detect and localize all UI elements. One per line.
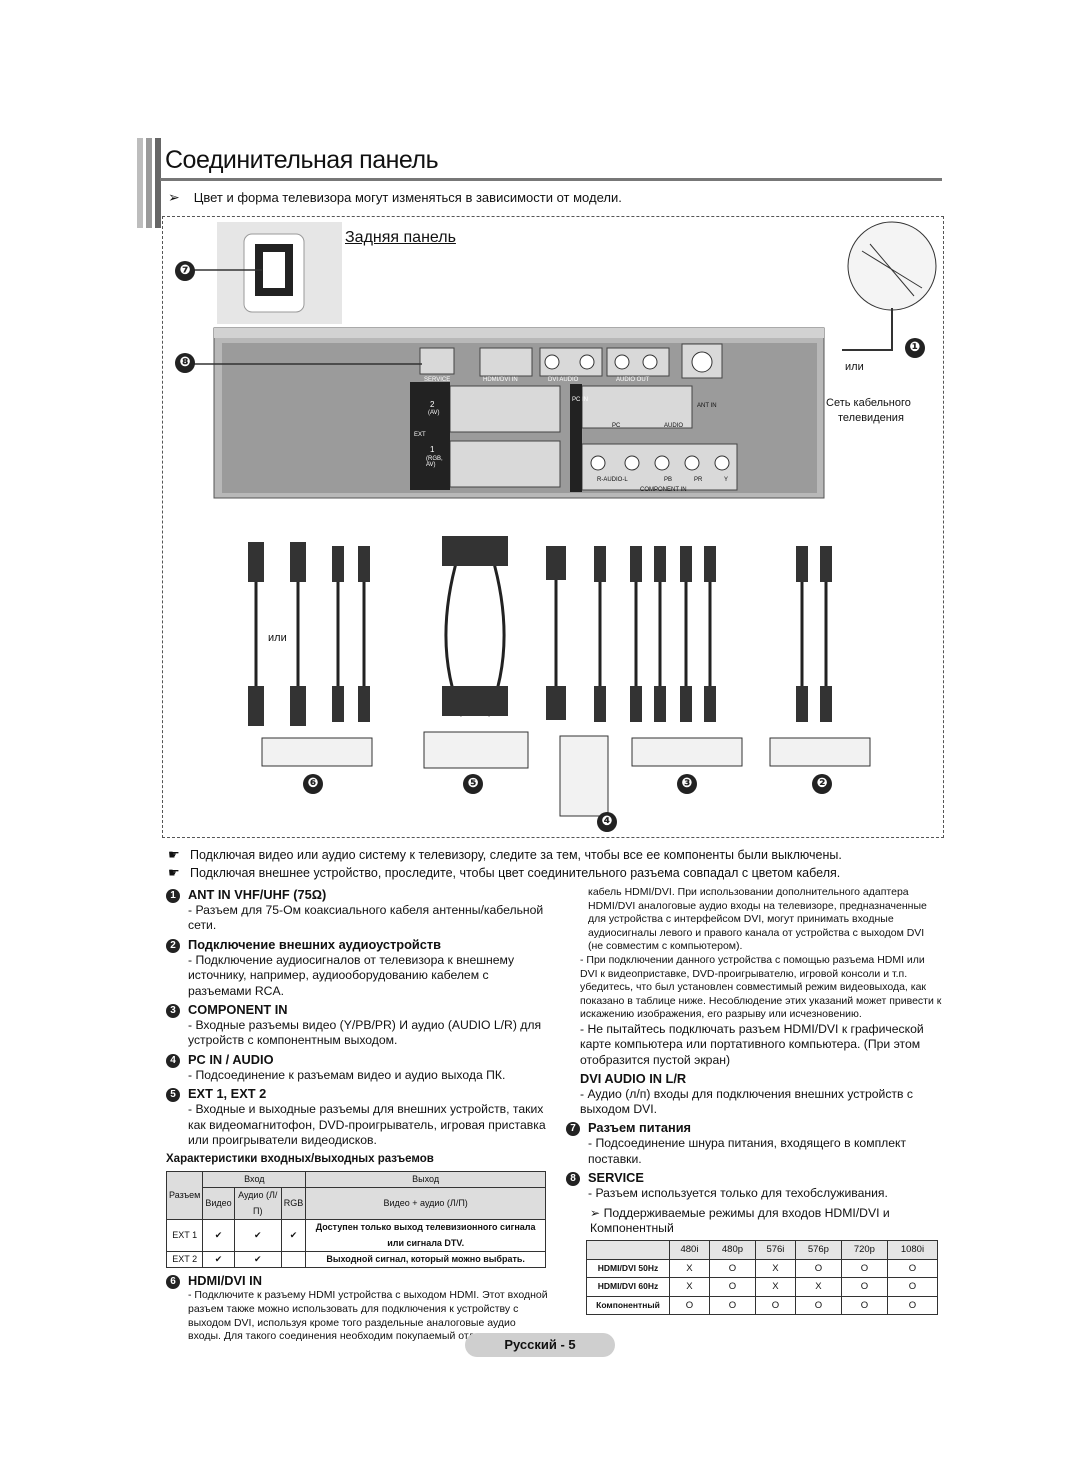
modes-cell: X xyxy=(754,1277,796,1297)
model-note: ➢Цвет и форма телевизора могут изменятьс… xyxy=(168,189,622,205)
modes-cell: X xyxy=(669,1258,710,1279)
label-dvi-audio: DVI AUDIO xyxy=(548,377,579,383)
label-pc: PC xyxy=(612,423,621,429)
label-component-in: COMPONENT IN xyxy=(640,487,687,493)
page-title: Соединительная панель xyxy=(165,146,439,174)
or-label-antenna: или xyxy=(845,361,864,373)
arrow-icon: ➢ xyxy=(168,189,180,205)
callout-3: ❸ xyxy=(677,774,697,794)
modes-cell: 576p xyxy=(794,1240,842,1260)
modes-cell: O xyxy=(708,1258,756,1279)
callout-8: ❽ xyxy=(175,353,195,373)
connection-diagram xyxy=(162,216,944,838)
modes-cell: O xyxy=(794,1295,842,1316)
modes-cell: O xyxy=(840,1295,888,1316)
power-socket-illustration xyxy=(182,222,342,324)
modes-cell: O xyxy=(794,1258,842,1279)
modes-cell: O xyxy=(840,1277,888,1297)
cable-network-label-1: Сеть кабельного xyxy=(826,397,911,409)
rear-panel-title: Задняя панель xyxy=(345,229,456,246)
label-ext2: 2 xyxy=(430,400,435,409)
label-ant-in: ANT IN xyxy=(697,403,717,409)
modes-cell: X xyxy=(754,1258,796,1279)
modes-cell: HDMI/DVI 50Hz xyxy=(586,1258,670,1279)
io-table-title: Характеристики входных/выходных разъемов xyxy=(166,1153,434,1166)
section-dvi-audio: DVI AUDIO IN L/R xyxy=(580,1071,687,1087)
title-decoration xyxy=(137,138,161,228)
modes-cell: O xyxy=(886,1277,939,1297)
modes-cell: 1080i xyxy=(886,1240,939,1260)
label-ext2-sub: (AV) xyxy=(428,410,440,416)
label-pb: PB xyxy=(664,477,673,483)
callout-4: ❹ xyxy=(597,812,617,832)
label-ext1-sub: (RGB, AV) xyxy=(426,456,443,468)
right-column: кабель HDMI/DVI. При использовании допол… xyxy=(566,886,942,1316)
pointing-hand-icon: ☛ xyxy=(168,847,180,862)
label-r-audio-l: R-AUDIO-L xyxy=(597,477,628,483)
label-ext: EXT xyxy=(414,432,426,438)
callout-2: ❷ xyxy=(812,774,832,794)
modes-cell xyxy=(586,1240,670,1260)
page-footer: Русский - 5 xyxy=(465,1333,615,1357)
pointing-hand-icon: ☛ xyxy=(168,865,180,880)
modes-note: ➢ Поддерживаемые режимы для входов HDMI/… xyxy=(590,1205,890,1235)
cable-network-label-2: телевидения xyxy=(838,412,904,424)
title-rule xyxy=(160,178,942,181)
callout-7: ❼ xyxy=(175,261,195,281)
callout-6: ❻ xyxy=(303,774,323,794)
label-pr: PR xyxy=(694,477,703,483)
warning-2: ☛Подключая внешнее устройство, проследит… xyxy=(168,865,841,880)
modes-cell: X xyxy=(669,1277,710,1297)
callout-1: ❶ xyxy=(905,338,925,358)
modes-cell: O xyxy=(840,1258,888,1279)
label-pc-in: PC IN xyxy=(572,397,589,403)
label-service: SERVICE xyxy=(424,377,451,383)
or-label-hdmi: или xyxy=(268,632,287,644)
label-audio: AUDIO xyxy=(664,423,684,429)
modes-cell: X xyxy=(794,1277,842,1297)
io-table: Разъем Вход Выход Видео Аудио (Л/П) RGB … xyxy=(165,1170,546,1269)
modes-cell: O xyxy=(754,1295,796,1316)
modes-cell: Компонентный xyxy=(586,1295,670,1316)
modes-cell: O xyxy=(669,1295,710,1316)
label-hdmi: HDMI/DVI IN xyxy=(483,377,518,383)
modes-cell: 480p xyxy=(708,1240,756,1260)
modes-cell: 576i xyxy=(754,1240,796,1260)
label-ext1: 1 xyxy=(430,445,435,454)
modes-cell: 480i xyxy=(669,1240,710,1260)
label-audio-out: AUDIO OUT xyxy=(616,377,650,383)
modes-cell: O xyxy=(708,1277,756,1297)
modes-cell: HDMI/DVI 60Hz xyxy=(586,1277,670,1297)
modes-cell: 720p xyxy=(840,1240,888,1260)
warning-1: ☛Подключая видео или аудио систему к тел… xyxy=(168,847,842,862)
diagram-drawing xyxy=(182,221,937,817)
label-y: Y xyxy=(724,477,729,483)
modes-cell: O xyxy=(708,1295,756,1316)
arrow-icon: ➢ xyxy=(590,1205,604,1220)
modes-cell: O xyxy=(886,1258,939,1279)
callout-5: ❺ xyxy=(463,774,483,794)
modes-cell: O xyxy=(886,1295,939,1316)
